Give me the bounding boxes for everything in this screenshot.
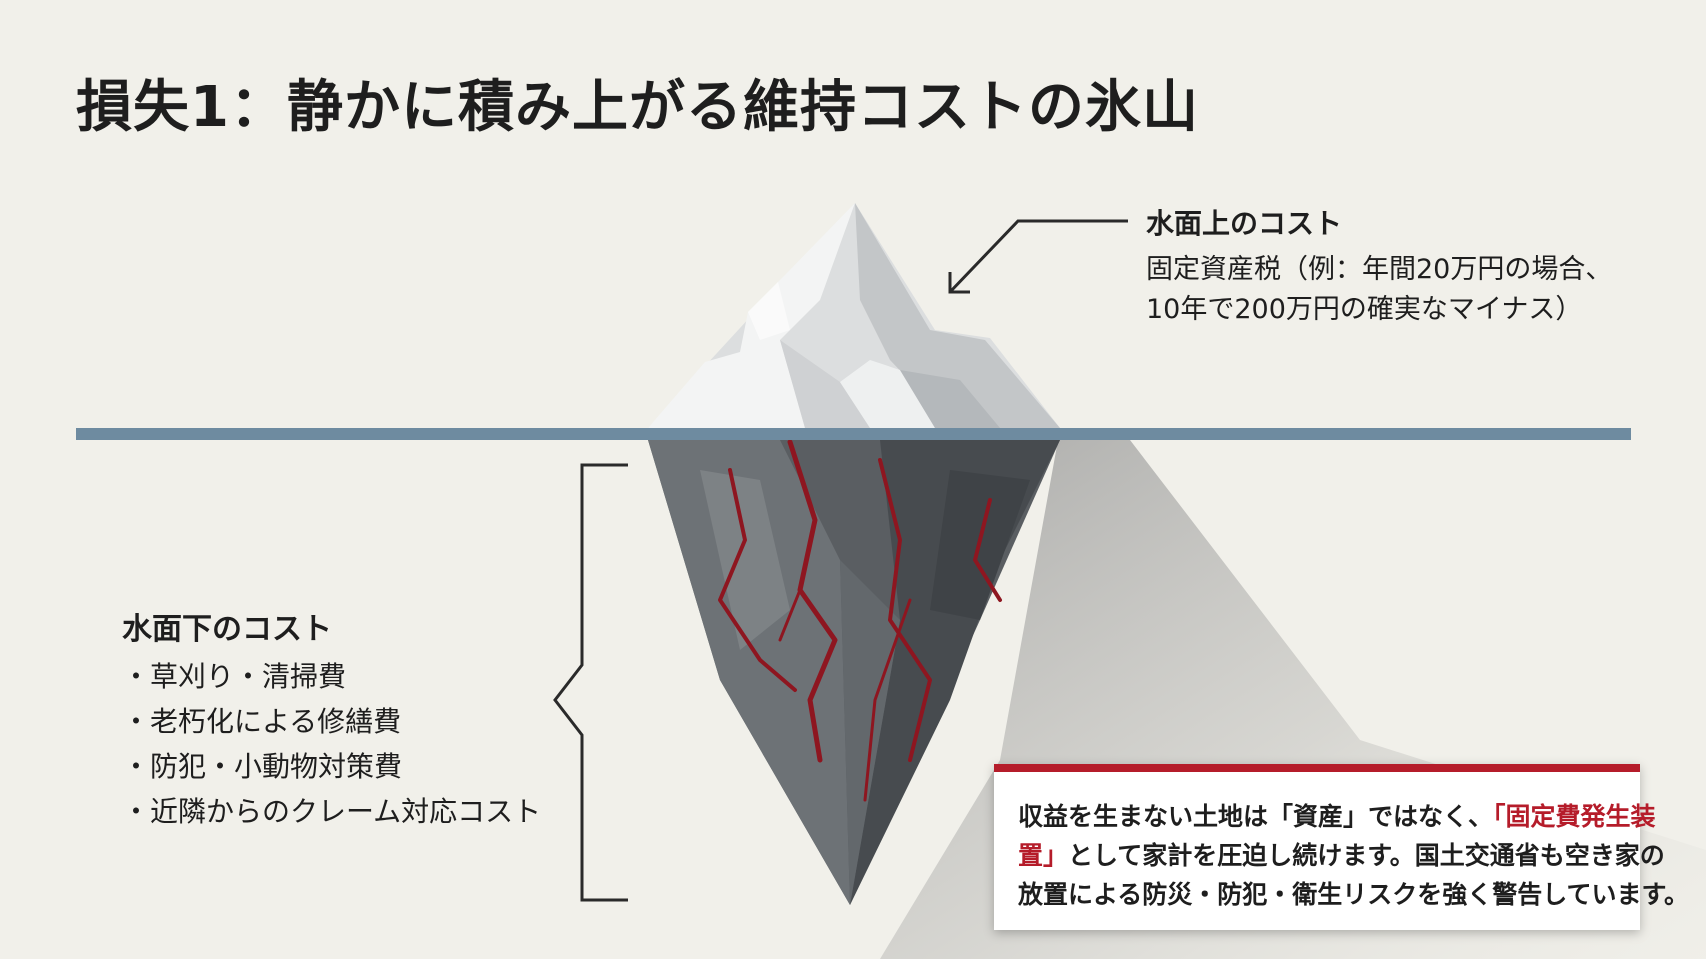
bullet: ・	[122, 660, 151, 693]
below-water-heading: 水面下のコスト	[122, 612, 332, 647]
callout-line: 置」として家計を圧迫し続けます。国土交通省も空き家の	[1018, 836, 1665, 875]
below-water-cost: 水面下のコスト ・草刈り・清掃費 ・老朽化による修繕費 ・防犯・小動物対策費 ・…	[122, 604, 541, 834]
list-item-label: 草刈り・清掃費	[150, 660, 347, 693]
callout-line: 放置による防災・防犯・衛生リスクを強く警告しています。	[1018, 880, 1690, 909]
above-water-line: 10年で200万円の確実なマイナス）	[1146, 294, 1583, 325]
list-item-label: 防犯・小動物対策費	[150, 750, 403, 783]
bullet: ・	[122, 705, 151, 738]
bullet: ・	[122, 795, 151, 828]
list-item: ・草刈り・清掃費	[122, 654, 541, 699]
list-item: ・防犯・小動物対策費	[122, 744, 541, 789]
underwater-bracket	[553, 463, 628, 902]
callout-text: 収益を生まない土地は「資産」ではなく、	[1018, 802, 1494, 831]
above-water-heading: 水面上のコスト	[1146, 207, 1343, 240]
pointer-arrow	[948, 219, 1128, 294]
callout-highlight: 置」	[1018, 841, 1069, 870]
bullet: ・	[122, 750, 151, 783]
waterline	[76, 428, 1631, 440]
list-item-label: 近隣からのクレーム対応コスト	[150, 795, 542, 828]
above-water-line: 固定資産税（例：年間20万円の場合、	[1146, 254, 1613, 285]
list-item: ・近隣からのクレーム対応コスト	[122, 789, 541, 834]
iceberg-tip	[648, 203, 1060, 428]
iceberg-base	[648, 440, 1060, 905]
list-item-label: 老朽化による修繕費	[150, 705, 402, 738]
page-title: 損失1：静かに積み上がる維持コストの氷山	[76, 75, 1199, 140]
callout-line: 収益を生まない土地は「資産」ではなく、「固定費発生装	[1018, 797, 1656, 836]
above-water-cost: 水面上のコスト 固定資産税（例：年間20万円の場合、 10年で200万円の確実な…	[1146, 202, 1612, 330]
iceberg-cracks	[718, 439, 1002, 802]
warning-callout: 収益を生まない土地は「資産」ではなく、「固定費発生装 置」として家計を圧迫し続け…	[994, 764, 1690, 930]
callout-text: として家計を圧迫し続けます。国土交通省も空き家の	[1068, 841, 1665, 870]
callout-highlight: 「固定費発生装	[1493, 802, 1656, 831]
list-item: ・老朽化による修繕費	[122, 699, 541, 744]
below-water-list: ・草刈り・清掃費 ・老朽化による修繕費 ・防犯・小動物対策費 ・近隣からのクレー…	[122, 654, 541, 834]
